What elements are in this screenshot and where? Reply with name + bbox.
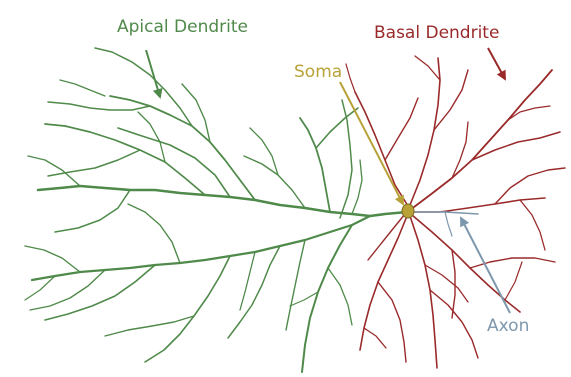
apical-dendrite-tree bbox=[25, 48, 407, 372]
basal-dendrite-label: Basal Dendrite bbox=[374, 23, 499, 43]
axon-label: Axon bbox=[487, 316, 529, 336]
soma-body bbox=[402, 204, 414, 218]
soma-label: Soma bbox=[294, 62, 342, 82]
apical-dendrite-label: Apical Dendrite bbox=[117, 17, 248, 37]
basal-arrow bbox=[488, 48, 505, 79]
